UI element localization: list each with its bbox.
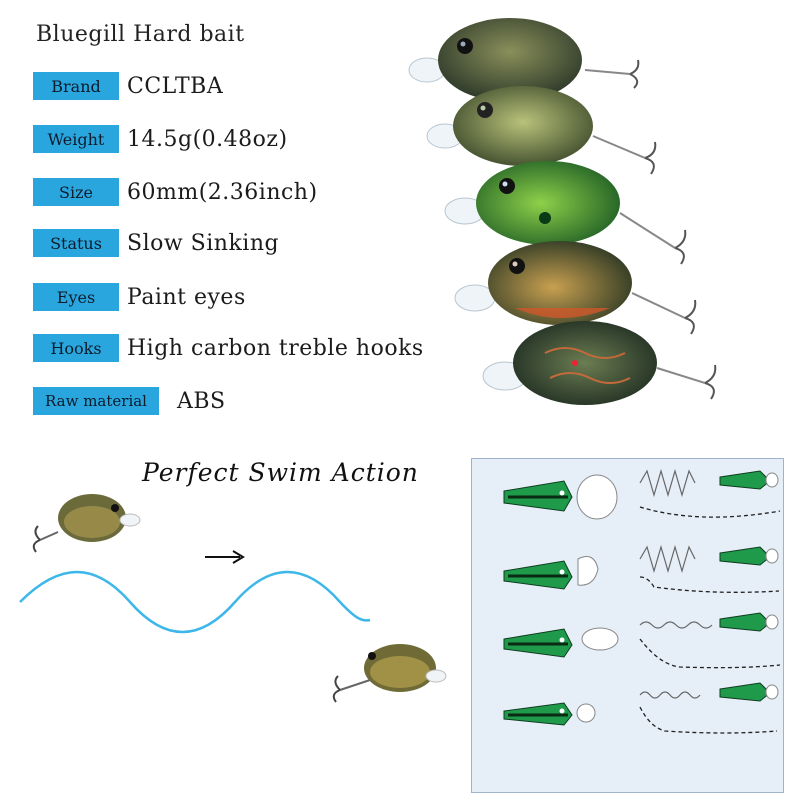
treble-hook-icon	[32, 525, 41, 553]
spec-label-weight: Weight	[33, 125, 119, 153]
spec-row-weight: Weight 14.5g(0.48oz)	[33, 124, 288, 154]
spec-label-hooks: Hooks	[33, 334, 119, 362]
spec-row-hooks: Hooks High carbon treble hooks	[33, 333, 424, 363]
spec-row-eyes: Eyes Paint eyes	[33, 282, 246, 312]
lure-1	[408, 18, 640, 102]
spec-value-weight: 14.5g(0.48oz)	[127, 126, 288, 152]
lure-3	[444, 161, 687, 265]
spec-label-raw-material: Raw material	[33, 387, 159, 415]
lure-5	[482, 321, 717, 405]
spec-label-size: Size	[33, 178, 119, 206]
swim-action-panel	[471, 458, 784, 793]
product-title: Bluegill Hard bait	[36, 22, 245, 47]
spec-value-brand: CCLTBA	[127, 73, 224, 99]
spec-label-brand: Brand	[33, 72, 119, 100]
swim-action-diagram	[503, 468, 781, 734]
spec-value-raw-material: ABS	[177, 388, 226, 414]
action-row-3	[503, 612, 781, 669]
spec-value-hooks: High carbon treble hooks	[127, 335, 424, 361]
spec-row-size: Size 60mm(2.36inch)	[33, 177, 318, 207]
spec-row-brand: Brand CCLTBA	[33, 71, 223, 101]
spec-label-status: Status	[33, 229, 119, 257]
spec-row-status: Status Slow Sinking	[33, 228, 279, 258]
lure-2	[426, 86, 657, 175]
action-row-2	[503, 544, 780, 593]
swim-illustration	[19, 494, 447, 703]
lure-small-top	[32, 494, 141, 553]
spec-value-eyes: Paint eyes	[127, 284, 246, 310]
spec-value-status: Slow Sinking	[127, 230, 280, 256]
action-row-1	[503, 468, 781, 520]
spec-value-size: 60mm(2.36inch)	[127, 179, 318, 205]
swim-wave	[19, 570, 371, 634]
action-row-4	[503, 682, 779, 734]
lure-stack-image	[408, 18, 717, 405]
lure-small-bottom	[332, 644, 447, 703]
right-arrow-icon	[205, 550, 245, 564]
swim-action-title: Perfect Swim Action	[142, 458, 419, 487]
lure-4	[454, 241, 697, 335]
spec-row-raw-material: Raw material ABS	[33, 386, 226, 416]
spec-label-eyes: Eyes	[33, 283, 119, 311]
